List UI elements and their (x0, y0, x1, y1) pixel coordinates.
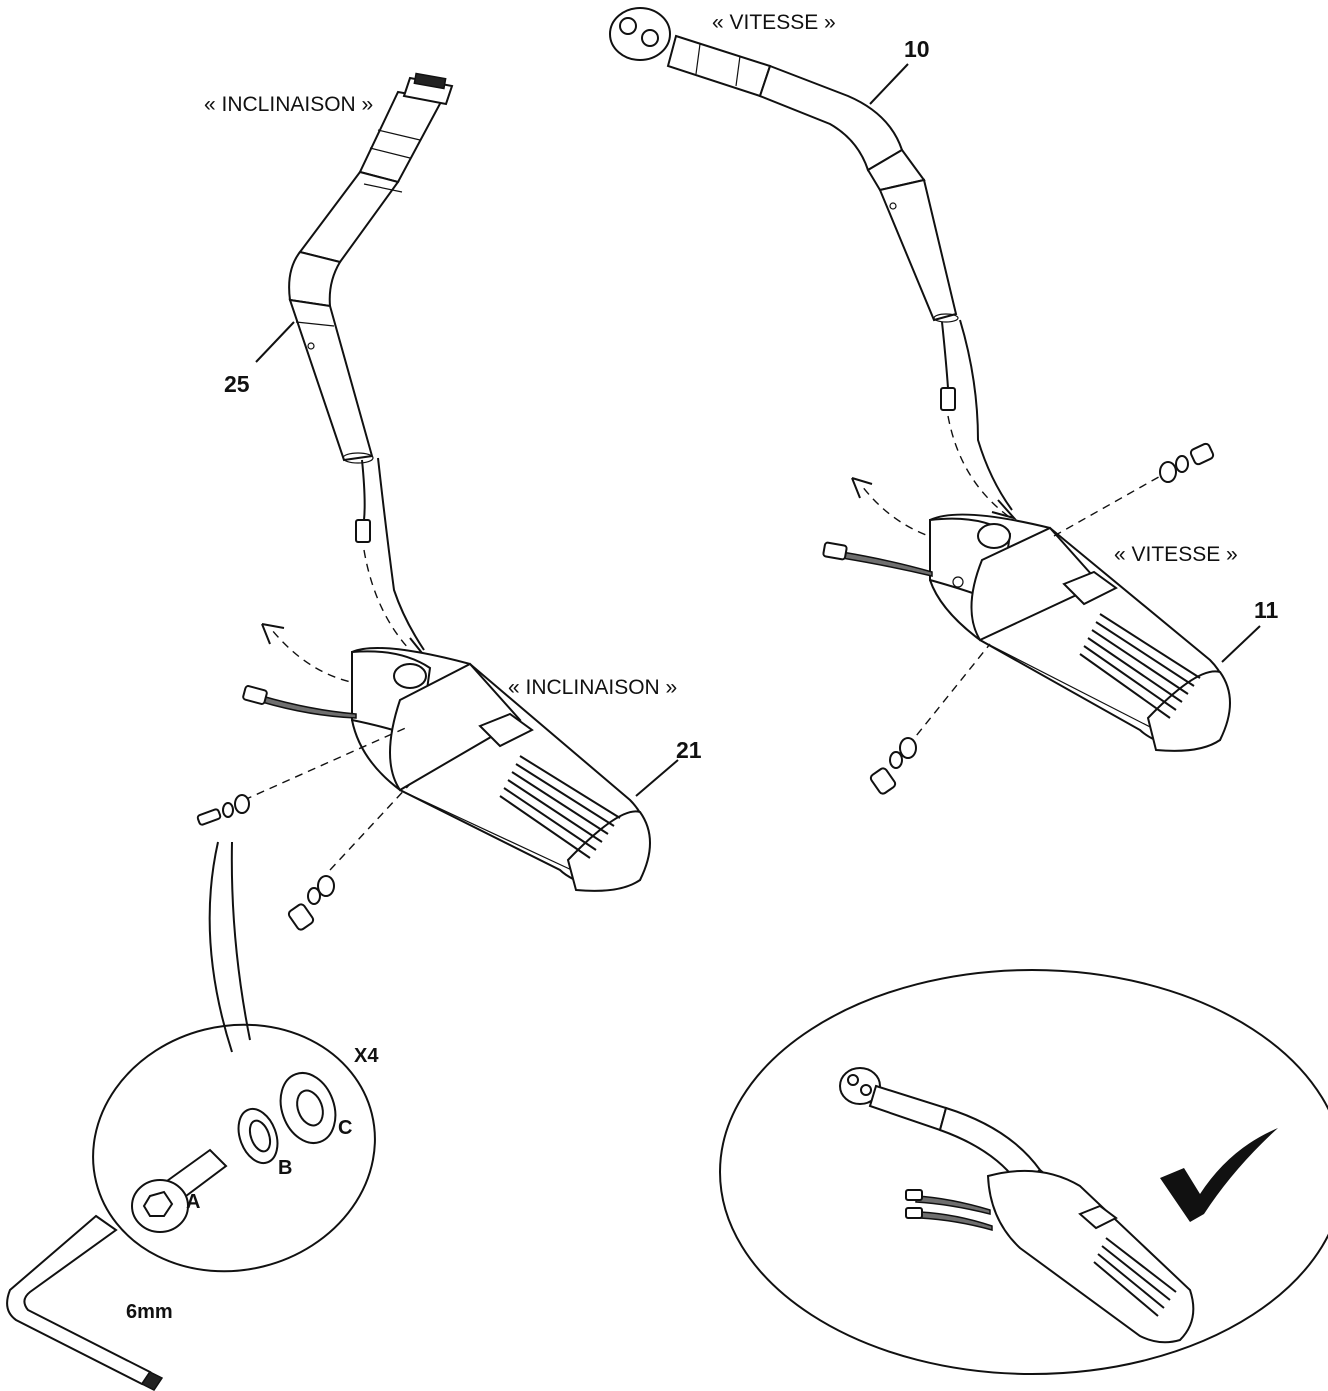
dashed-route-25 (363, 549, 421, 661)
part-number-11: 11 (1254, 597, 1279, 623)
wrench-size-label: 6mm (126, 1301, 173, 1323)
housing-inclinaison (351, 647, 651, 892)
tube-vitesse (609, 7, 959, 323)
dashed-screw-line-upper-right (1053, 473, 1165, 537)
leader-10 (869, 63, 909, 105)
leader-11 (1221, 625, 1261, 663)
detail-flat-washer-c (279, 1072, 337, 1144)
screw-set-upper-right (1159, 442, 1215, 483)
label-vitesse-body: « VITESSE » (1114, 543, 1238, 566)
dashed-screw-line-upper-left (243, 725, 411, 801)
cable-tube10 (959, 319, 1013, 511)
housing-vitesse (929, 513, 1231, 752)
hex-key-icon (6, 1214, 164, 1391)
vent-grille-11 (1079, 613, 1201, 719)
leader-21 (635, 759, 679, 797)
vent-grille-assembled (1093, 1237, 1177, 1317)
screw-set-lower-left (287, 875, 335, 931)
callout-tail (208, 841, 251, 1053)
cable-out-21 (261, 695, 357, 719)
screw-set-lower-right (869, 737, 917, 795)
screw-set-upper-left (196, 794, 250, 826)
hardware-screw-label: A (186, 1191, 200, 1213)
assembled-unit (839, 1067, 1195, 1344)
cable-out-11 (841, 551, 933, 577)
leader-25 (255, 321, 295, 363)
hardware-flat-washer-label: C (338, 1117, 352, 1139)
detail-screw-a (131, 1148, 228, 1233)
dashed-route-10 (947, 415, 1009, 517)
detail-callout (92, 1023, 376, 1273)
label-vitesse-tube: « VITESSE » (712, 11, 836, 34)
hardware-quantity: X4 (354, 1045, 379, 1067)
checkmark-icon (1160, 1128, 1278, 1222)
cable-connector25 (361, 459, 366, 521)
hardware-lock-washer-label: B (278, 1157, 292, 1179)
dashed-screw-line-lower-right (907, 643, 991, 747)
label-inclinaison-tube: « INCLINAISON » (204, 93, 373, 116)
label-inclinaison-body: « INCLINAISON » (508, 676, 677, 699)
part-number-25: 25 (224, 371, 250, 397)
cable-tube25 (377, 457, 425, 651)
vent-grille-21 (499, 755, 621, 859)
dashed-screw-line-lower-left (329, 783, 411, 871)
part-number-10: 10 (904, 36, 930, 62)
tube-inclinaison (288, 72, 454, 464)
result-callout (719, 969, 1328, 1375)
detail-lock-washer-b (237, 1107, 279, 1165)
part-number-21: 21 (676, 737, 702, 763)
